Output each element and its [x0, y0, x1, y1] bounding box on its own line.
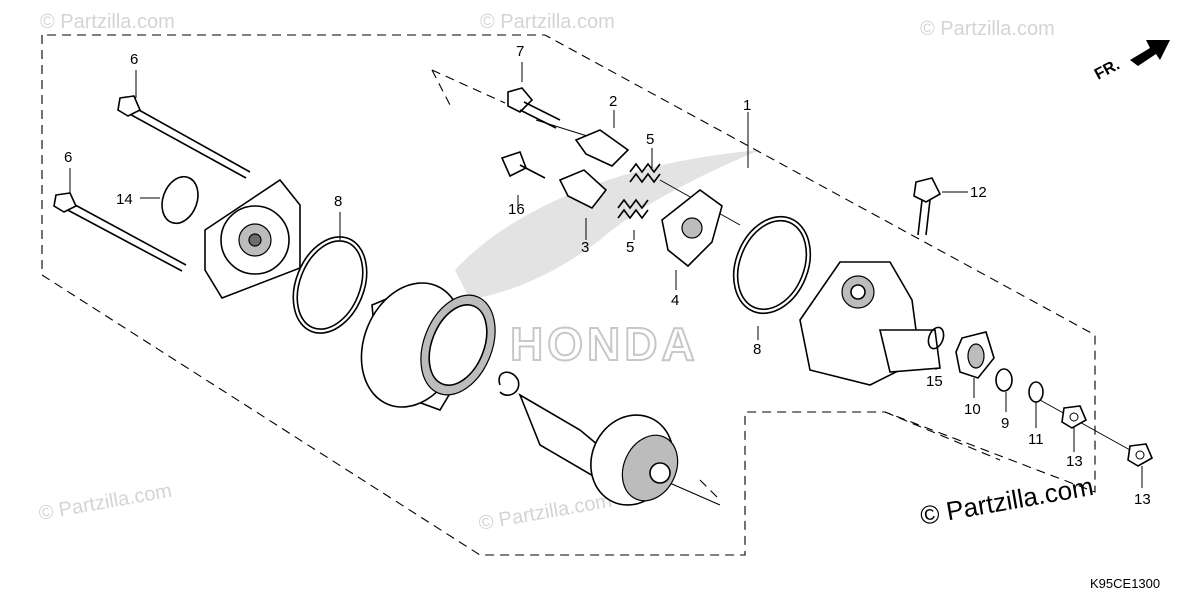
watermark-text: © Partzilla.com — [37, 480, 174, 525]
terminal-bolt — [507, 87, 561, 129]
honda-logo-text: HONDA — [510, 318, 699, 370]
callout-1: 1 — [743, 97, 751, 114]
partzilla-watermark: © Partzilla.com — [918, 471, 1096, 531]
terminal-bolt — [500, 150, 546, 179]
watermark-text: © Partzilla.com — [477, 490, 614, 535]
through-bolt — [117, 95, 251, 179]
watermark-text: © Partzilla.com — [480, 11, 615, 33]
callout-13: 13 — [1066, 453, 1083, 470]
brush-spring — [617, 198, 649, 220]
callout-13: 13 — [1134, 491, 1151, 508]
callout-3: 3 — [581, 239, 589, 256]
brush-spring — [629, 162, 661, 184]
brush — [558, 169, 608, 210]
o-ring-inner — [296, 240, 364, 330]
front-cover — [204, 178, 301, 299]
watermark-text: © Partzilla.com — [920, 18, 1055, 40]
motor-case — [360, 282, 496, 411]
washer — [1028, 381, 1044, 403]
callout-8: 8 — [334, 193, 342, 210]
callout-10: 10 — [964, 401, 981, 418]
callout-9: 9 — [1001, 415, 1009, 432]
o-ring-inner — [736, 219, 808, 311]
o-ring — [292, 236, 368, 334]
callout-7: 7 — [516, 43, 524, 60]
lock-nut — [1127, 443, 1154, 467]
callout-2: 2 — [609, 93, 617, 110]
lock-nut — [1061, 405, 1088, 429]
seal-ring — [927, 326, 945, 350]
rear-cover — [799, 261, 941, 386]
callout-16: 16 — [508, 201, 525, 218]
brush-holder — [661, 188, 723, 268]
retaining-clip — [498, 371, 520, 396]
drive-gear — [955, 331, 995, 379]
callout-5: 5 — [646, 131, 654, 148]
callout-15: 15 — [926, 373, 943, 390]
mounting-bolt — [913, 177, 942, 236]
honda-logo: HONDA — [455, 150, 760, 371]
callout-12: 12 — [970, 184, 987, 201]
assembly-outline — [41, 34, 1096, 556]
through-bolt — [53, 192, 187, 272]
callout-4: 4 — [671, 292, 679, 309]
diagram-code: K95CE1300 — [1090, 576, 1160, 591]
callout-labels: 6 6 14 8 7 2 5 16 3 5 4 1 8 12 15 10 9 1… — [64, 43, 1151, 508]
o-ring — [161, 175, 199, 225]
front-direction-arrow: FR. — [1092, 40, 1170, 84]
armature — [518, 393, 679, 506]
callout-6: 6 — [64, 149, 72, 166]
brush — [574, 129, 630, 167]
washer — [995, 368, 1013, 392]
callout-14: 14 — [116, 191, 133, 208]
callout-5: 5 — [626, 239, 634, 256]
watermark-text: © Partzilla.com — [40, 11, 175, 33]
callout-6: 6 — [130, 51, 138, 68]
callout-11: 11 — [1028, 431, 1044, 448]
direction-label: FR. — [1092, 56, 1123, 83]
o-ring — [732, 215, 812, 315]
callout-8: 8 — [753, 341, 761, 358]
